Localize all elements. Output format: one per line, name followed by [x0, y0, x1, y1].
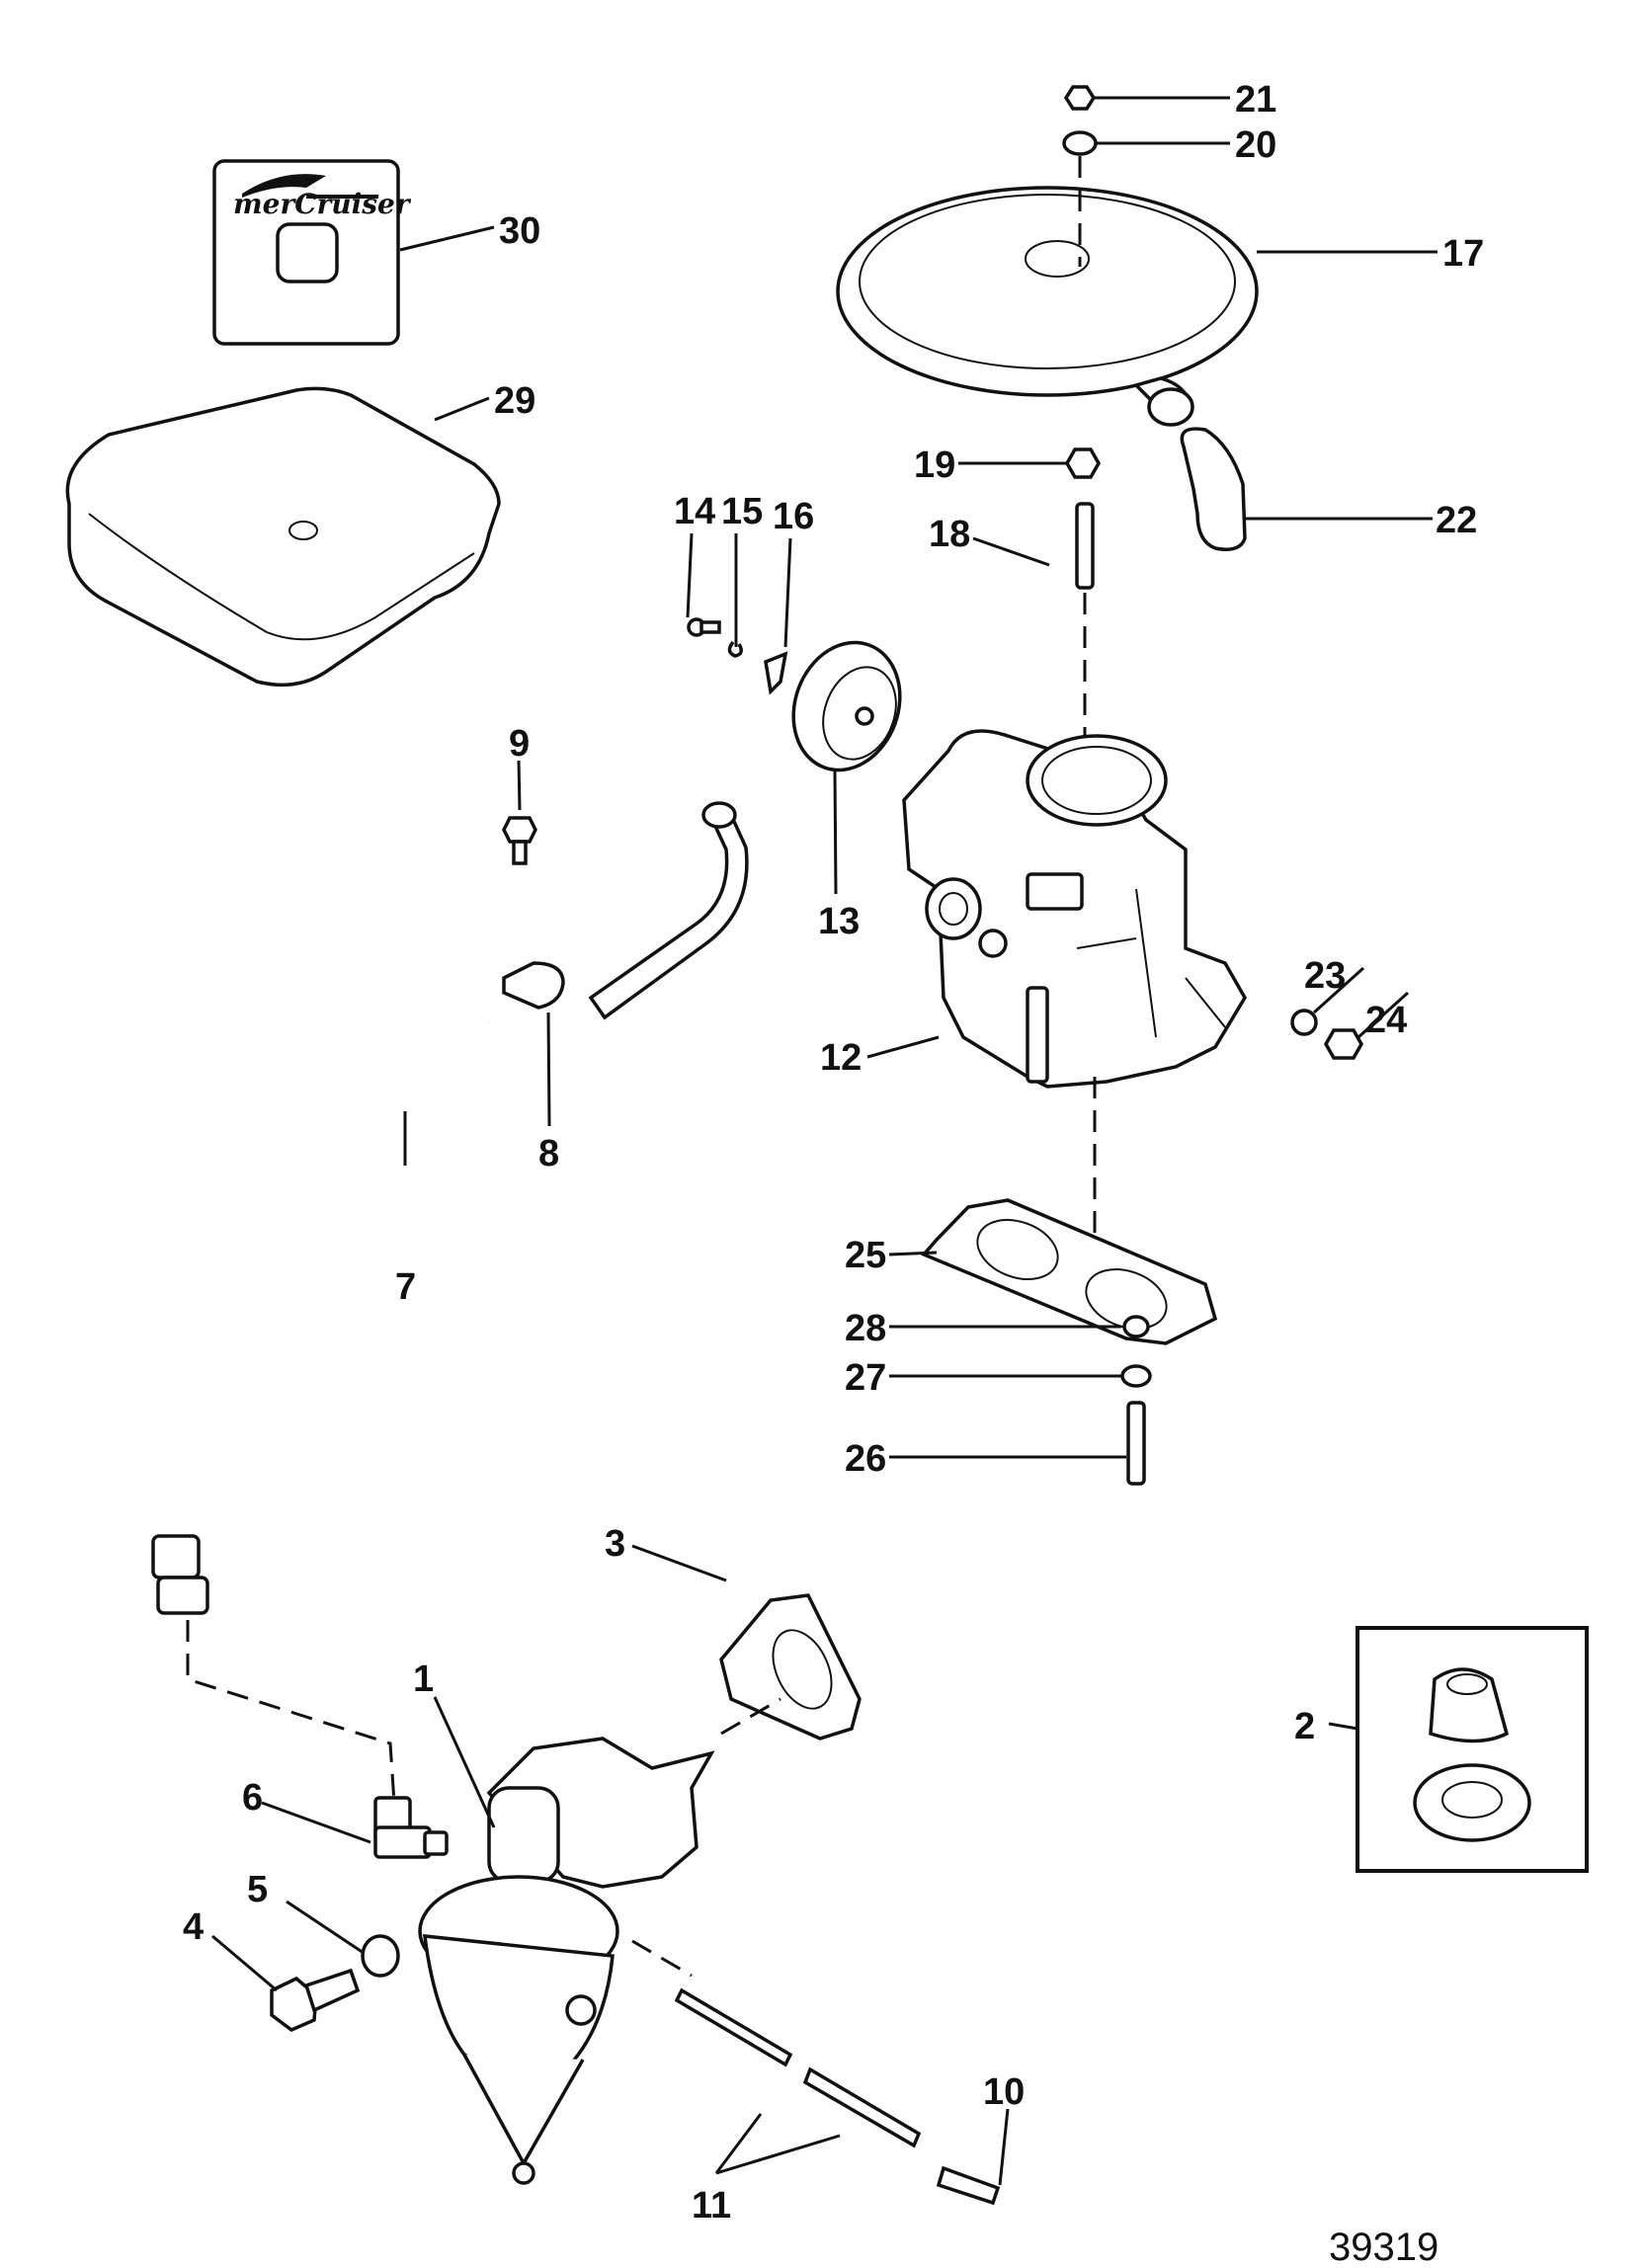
gasket-part-3 — [719, 1593, 862, 1741]
washer-part-27 — [1120, 1364, 1152, 1388]
callout-12: 12 — [820, 1037, 862, 1079]
tube-part-11 — [674, 1987, 793, 2067]
flame-arrestor-cover-part-29 — [65, 386, 501, 688]
bracket-part-16 — [764, 651, 788, 695]
fitting-nuts — [151, 1534, 209, 1615]
choke-cover-part-13 — [791, 640, 902, 772]
callout-5: 5 — [247, 1869, 268, 1910]
nut-part-21 — [1063, 85, 1097, 111]
bolt-part-4 — [270, 1968, 361, 2033]
nut-part-19 — [1064, 447, 1102, 479]
leader-lines — [211, 96, 1438, 2186]
stud-part-18 — [1075, 502, 1095, 590]
callout-26: 26 — [845, 1438, 886, 1480]
callout-30: 30 — [499, 210, 540, 252]
nut-part-28 — [1122, 1315, 1150, 1338]
fuel-line-part-7 — [174, 1020, 490, 1541]
callout-17: 17 — [1442, 233, 1484, 275]
callout-2: 2 — [1294, 1706, 1315, 1747]
fuel-line-upper — [588, 812, 749, 1020]
flame-arrestor-part-17 — [836, 186, 1259, 427]
washer-part-20 — [1062, 130, 1098, 156]
callout-10: 10 — [983, 2071, 1025, 2113]
callout-1: 1 — [413, 1659, 434, 1700]
callout-4: 4 — [183, 1906, 204, 1948]
brand-swoosh-icon — [242, 174, 326, 198]
hose-part-22 — [1180, 427, 1247, 551]
inset-part-2 — [1356, 1626, 1589, 1873]
decal-part-30: merCruiser — [212, 159, 412, 346]
nut-part-24 — [1323, 1028, 1364, 1060]
callout-14: 14 — [674, 491, 715, 532]
callout-19: 19 — [914, 445, 955, 486]
callout-labels: 21 20 17 22 19 18 30 29 14 15 16 13 12 2… — [183, 79, 1484, 2227]
callout-22: 22 — [1436, 500, 1477, 541]
washer-part-5 — [361, 1934, 400, 1978]
screw-part-14 — [687, 617, 721, 637]
clamp-part-8 — [502, 961, 565, 1010]
callout-21: 21 — [1235, 79, 1276, 121]
callout-8: 8 — [538, 1133, 559, 1174]
washer-part-23 — [1290, 1009, 1318, 1036]
callout-27: 27 — [845, 1357, 886, 1399]
callout-28: 28 — [845, 1308, 886, 1349]
carburetor-part-12 — [902, 729, 1248, 1089]
callout-18: 18 — [929, 514, 970, 555]
callout-11: 11 — [692, 2185, 731, 2227]
callout-23: 23 — [1304, 955, 1346, 997]
callout-20: 20 — [1235, 124, 1276, 166]
callout-25: 25 — [845, 1235, 886, 1276]
callout-24: 24 — [1365, 1000, 1407, 1041]
figure-number: 39319 — [1329, 2226, 1438, 2268]
callout-29: 29 — [494, 380, 535, 422]
callout-13: 13 — [818, 901, 860, 942]
bolt-part-9 — [502, 816, 537, 865]
clip-part-15 — [727, 640, 743, 658]
callout-3: 3 — [605, 1523, 625, 1565]
callout-6: 6 — [242, 1777, 263, 1819]
callout-15: 15 — [721, 491, 763, 532]
fitting-part-10 — [936, 2165, 1001, 2206]
brand-text: merCruiser — [233, 188, 412, 220]
callout-16: 16 — [773, 496, 814, 537]
elbow-fitting-part-6 — [373, 1796, 449, 1859]
callout-7: 7 — [395, 1266, 416, 1308]
callout-9: 9 — [509, 723, 530, 765]
fuel-pump-part-1 — [418, 1737, 715, 2185]
stud-part-26 — [1126, 1401, 1146, 1486]
gasket-part-25 — [921, 1198, 1218, 1345]
